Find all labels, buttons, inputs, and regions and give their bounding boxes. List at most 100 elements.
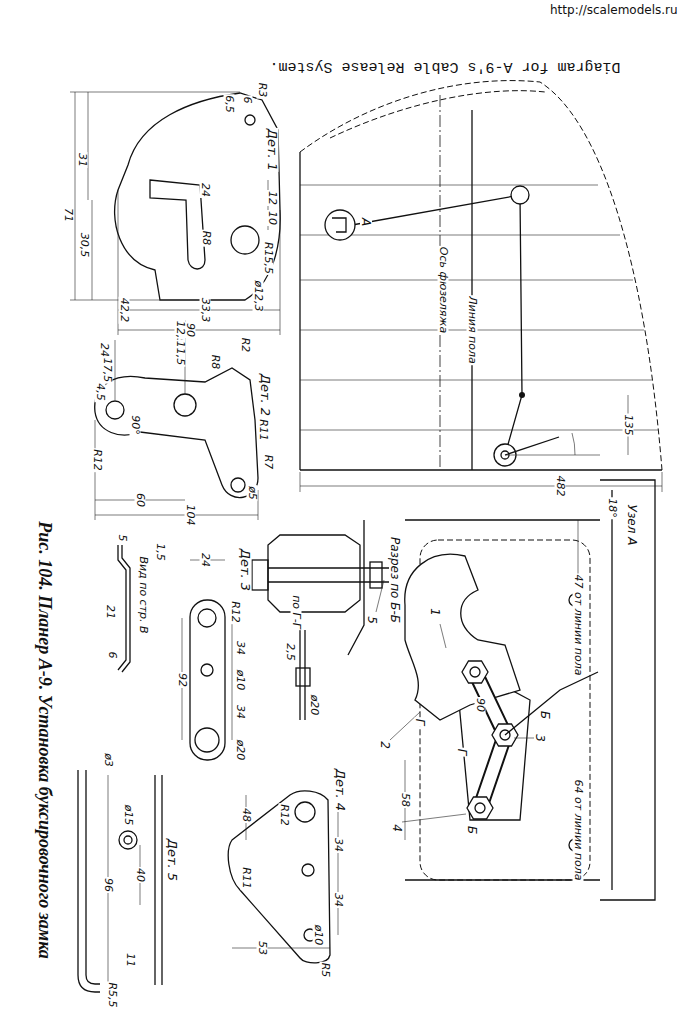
reference-line <box>505 455 600 456</box>
dimension-label: R15,5 <box>263 241 274 275</box>
part-label: Дет. 2 <box>259 373 272 417</box>
dimension-line <box>95 515 258 516</box>
rod-end <box>119 831 137 849</box>
dimension-label: 90 <box>475 697 486 713</box>
dimension-label: 24 <box>200 552 211 568</box>
part-label: Дет. 5 <box>166 838 179 882</box>
dimension-label: 135 <box>623 414 634 437</box>
figure-caption: Рис. 104. Планер А-9. Установка буксиров… <box>36 521 54 959</box>
dimension-label: 34 <box>235 704 246 720</box>
side-view <box>122 545 130 672</box>
dimension-label: Вид по стр. В <box>138 555 149 634</box>
dimension-label: R12 <box>279 803 290 827</box>
dimension-line <box>88 92 89 200</box>
frame-line <box>299 152 300 470</box>
dimension-label: 4,5 <box>95 382 106 402</box>
bolt <box>268 581 392 582</box>
dimension-label: 3 <box>534 733 546 743</box>
hole <box>245 115 255 125</box>
nut <box>370 562 382 588</box>
dimension-label: 6,5 <box>224 94 235 114</box>
dimension-label: 90 <box>185 322 196 338</box>
dimension-label: 24 <box>200 182 211 198</box>
dimension-label: Ось фюзеляжа <box>438 246 449 334</box>
leader-line <box>440 624 446 648</box>
release-cable <box>505 672 598 735</box>
stringer-line <box>300 185 598 186</box>
dimension-label: R8 <box>201 230 212 247</box>
hole <box>295 802 315 822</box>
extension-line <box>280 210 281 335</box>
dimension-label: ø20 <box>235 739 246 762</box>
dimension-label: R11 <box>258 418 269 442</box>
dimension-label: Г <box>456 748 468 757</box>
dimension-label: 1,5 <box>155 542 166 562</box>
dimension-line <box>338 812 339 935</box>
dimension-label: 2,5 <box>285 642 296 662</box>
frame-rail <box>600 480 655 900</box>
hole <box>302 864 314 876</box>
dimension-line <box>232 618 233 740</box>
dimension-label: R8 <box>210 354 221 371</box>
leader-line <box>514 738 534 739</box>
frame-line <box>405 520 600 880</box>
dimension-label: 18° <box>607 497 618 519</box>
dimension-label: 58 <box>400 792 411 808</box>
dimension-label: 34 <box>333 892 344 908</box>
dimension-label: 42,2 <box>119 297 130 324</box>
dimension-label: R3 <box>257 82 268 99</box>
dimension-label: 4 <box>391 823 403 833</box>
tow-hook-fitting <box>325 210 355 240</box>
rod-part <box>78 770 100 992</box>
stringer-line <box>300 380 652 381</box>
dimension-label: 96 <box>103 877 114 893</box>
dimension-label: ø15 <box>123 804 134 827</box>
dimension-label: ø10 <box>313 924 324 947</box>
dimension-label: ø12,3 <box>253 279 264 312</box>
angle-arc <box>572 433 575 455</box>
extension-line <box>300 472 301 492</box>
extension-line <box>70 300 160 301</box>
nut <box>462 661 488 683</box>
dimension-label: R12 <box>230 600 241 624</box>
nut <box>467 797 493 819</box>
cable-joint <box>519 392 525 398</box>
dimension-label: 33,3 <box>200 297 211 324</box>
extension-line <box>662 472 663 492</box>
rod-end <box>124 836 132 844</box>
dimension-label: R7 <box>263 454 274 471</box>
dimension-label: 5 <box>366 615 378 625</box>
section-view <box>304 630 305 720</box>
dimension-label: 30,5 <box>79 232 90 259</box>
dimension-label: R12 <box>92 448 103 472</box>
section-view <box>299 630 300 720</box>
dimension-label: 104 <box>185 504 196 527</box>
hole <box>174 394 196 416</box>
hook-part <box>115 93 281 300</box>
fuselage-contour <box>300 81 662 470</box>
dimension-label: 34 <box>333 837 344 853</box>
dimension-label: 11,5 <box>175 340 186 367</box>
rod-part <box>161 775 162 985</box>
dimension-line <box>300 486 662 487</box>
dimension-label: 10 <box>267 210 278 226</box>
dimension-label: R2 <box>240 337 251 354</box>
dimension-label: 21 <box>105 604 116 620</box>
hole <box>231 226 259 254</box>
dimension-label: R5,5 <box>107 981 118 1008</box>
dimension-label: 17,5 <box>102 357 113 384</box>
part-label: Дет. 1 <box>266 128 279 172</box>
hole <box>198 609 216 627</box>
dimension-label: 64 от линии пола <box>573 779 584 882</box>
section-view <box>296 668 310 686</box>
dimension-label: 40 <box>135 867 146 883</box>
dimension-label: Узел А <box>626 504 638 547</box>
release-cable <box>352 195 522 455</box>
part-label: Дет. 3 <box>239 548 252 592</box>
dimension-line <box>75 92 76 300</box>
dimension-label: 31 <box>77 152 88 168</box>
dimension-line <box>92 200 93 300</box>
hole <box>106 401 124 419</box>
hole <box>201 664 213 676</box>
lever-part <box>95 368 258 498</box>
